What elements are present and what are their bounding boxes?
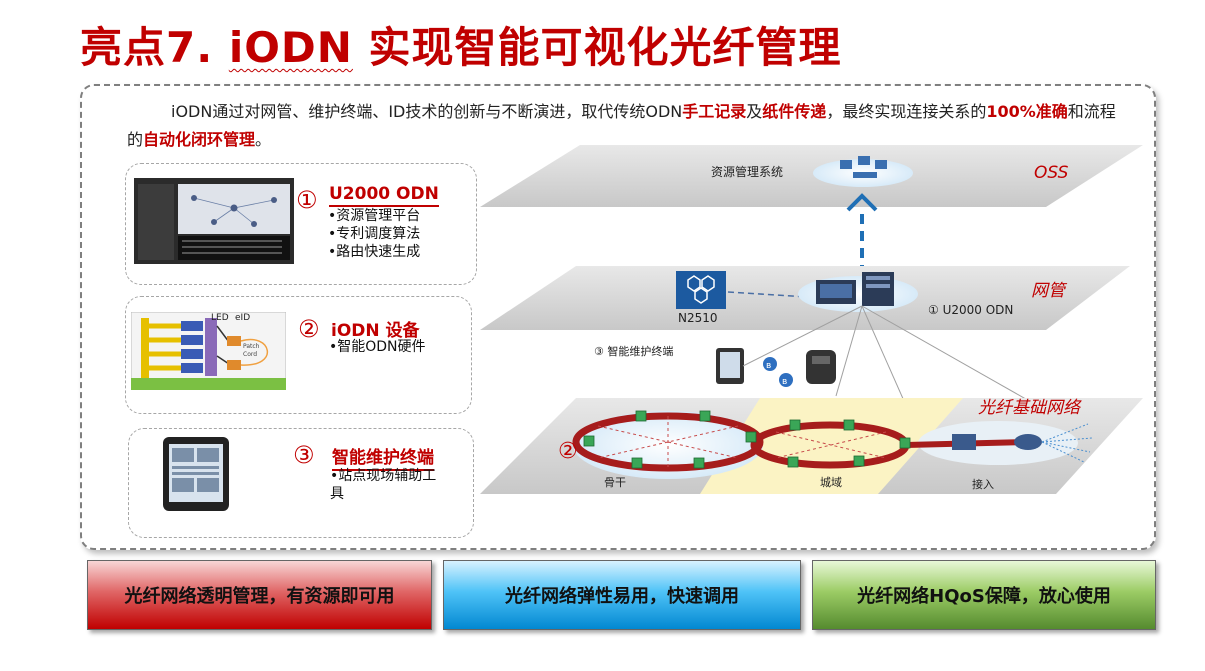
num2-label: ② <box>558 439 578 464</box>
card-title: iODN 设备 <box>331 321 420 341</box>
metro-zone <box>700 398 963 494</box>
list-item: •智能ODN硬件 <box>329 339 426 355</box>
arrow-head-icon <box>846 193 878 212</box>
oss-plane <box>480 145 1143 207</box>
access-switch-icon <box>952 434 976 450</box>
nms-link <box>727 291 809 298</box>
card-feature-list: •站点现场辅助工 具 <box>330 467 436 503</box>
server-cluster-icon <box>840 156 887 178</box>
n2510-icon <box>676 271 726 309</box>
hqos-guarantee-banner: 光纤网络HQoS保障，放心使用 <box>812 560 1156 630</box>
feature-card-iodn-device: LED eID Patch Cord ② iODN 设备 •智能ODN硬件 <box>125 296 472 414</box>
cord-label: Cord <box>243 351 257 358</box>
eid-reader-icon <box>806 350 836 384</box>
page-title: 亮点7. iODN 实现智能可视化光纤管理 <box>80 23 842 72</box>
svg-text:ʙ: ʙ <box>766 361 771 371</box>
list-item: 具 <box>330 486 344 502</box>
card-title: 智能维护终端 <box>332 443 434 471</box>
card-feature-list: •智能ODN硬件 <box>329 338 426 356</box>
fiber-network-label: 光纤基础网络 <box>978 398 1082 418</box>
backbone-label: 骨干 <box>604 476 626 489</box>
list-item: •路由快速生成 <box>328 244 421 260</box>
card-number: ① <box>296 186 318 214</box>
eid-label: eID <box>235 313 250 323</box>
mesh-links <box>597 416 887 468</box>
list-item: •专利调度算法 <box>328 226 421 242</box>
u2000-server-icon <box>816 272 894 306</box>
card-number: ③ <box>293 441 315 469</box>
svg-text:ʙ: ʙ <box>782 377 787 387</box>
nms-label: 网管 <box>1031 281 1068 301</box>
network-architecture-diagram: 资源管理系统 OSS N2510 ① U2000 ODN 网管 ③ 智能维护终端… <box>480 145 1143 494</box>
access-label: 接入 <box>972 478 994 491</box>
patch-label: Patch <box>243 343 260 350</box>
intro-paragraph: iODN通过对网管、维护终端、ID技术的创新与不断演进，取代传统ODN手工记录及… <box>127 102 1116 149</box>
access-node-icon <box>1014 434 1042 450</box>
transparent-management-banner: 光纤网络透明管理，有资源即可用 <box>87 560 432 630</box>
card-title: U2000 ODN <box>329 184 439 207</box>
u2000-label: ① U2000 ODN <box>928 303 1013 317</box>
terminal-label: ③ 智能维护终端 <box>594 344 673 358</box>
list-item: •资源管理平台 <box>328 208 421 224</box>
list-item: •站点现场辅助工 <box>330 468 437 484</box>
feature-card-terminal: ③ 智能维护终端 •站点现场辅助工 具 <box>128 428 474 538</box>
oss-label: OSS <box>1034 163 1069 183</box>
iodn-device-image: LED eID Patch Cord <box>131 312 286 390</box>
n2510-label: N2510 <box>678 311 718 325</box>
led-label: LED <box>211 313 229 323</box>
card-feature-list: •资源管理平台 •专利调度算法 •路由快速生成 <box>328 207 420 261</box>
oss-system-label: 资源管理系统 <box>711 164 783 179</box>
feature-card-u2000: ① U2000 ODN •资源管理平台 •专利调度算法 •路由快速生成 <box>125 163 477 285</box>
tablet-image <box>163 437 229 511</box>
handheld-terminal-icon <box>716 348 744 384</box>
metro-label: 城域 <box>820 476 842 489</box>
access-fanout <box>1041 423 1093 463</box>
elastic-usage-banner: 光纤网络弹性易用，快速调用 <box>443 560 801 630</box>
bluetooth-icon: ʙ ʙ <box>763 357 793 387</box>
network-node-icons <box>583 410 911 469</box>
card-number: ② <box>298 315 320 343</box>
u2000-screenshot-image <box>134 178 294 264</box>
